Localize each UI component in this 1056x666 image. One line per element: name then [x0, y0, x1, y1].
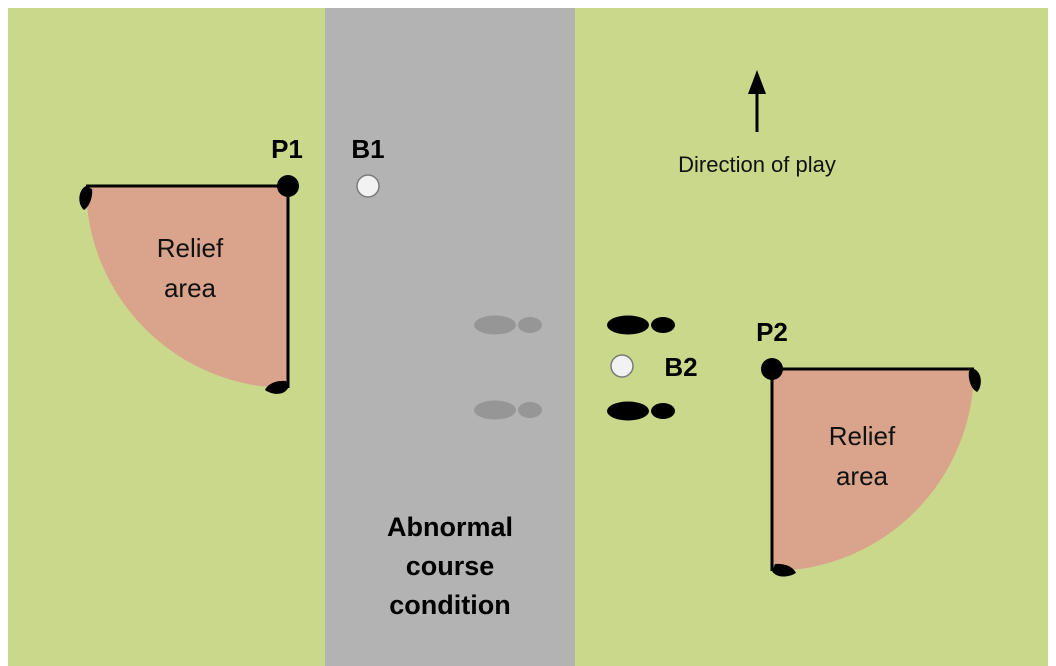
- abnormal-label-line1: Abnormal: [387, 512, 513, 542]
- abnormal-label-line3: condition: [389, 590, 510, 620]
- reference-point-p2: [761, 358, 783, 380]
- label-b2: B2: [664, 352, 697, 382]
- footprint-icon: [474, 315, 542, 335]
- label-p2: P2: [756, 317, 788, 347]
- golf-ball-icon: [610, 354, 634, 378]
- reference-point-p1: [277, 175, 299, 197]
- relief-area-left-label-line1: Relief: [157, 233, 224, 263]
- relief-area-right-label-line2: area: [836, 461, 889, 491]
- footprint-icon: [607, 315, 675, 335]
- tee-marker-icon: [968, 369, 981, 392]
- golf-ball-icon: [356, 174, 380, 198]
- tee-marker-icon: [265, 380, 288, 394]
- direction-of-play: Direction of play: [678, 70, 836, 177]
- relief-area-left-label-line2: area: [164, 273, 217, 303]
- label-b1: B1: [351, 134, 384, 164]
- arrow-up-head: [748, 70, 766, 94]
- label-p1: P1: [271, 134, 303, 164]
- tee-marker-icon: [79, 186, 93, 210]
- footprint-icon: [607, 401, 675, 421]
- direction-of-play-label: Direction of play: [678, 152, 836, 177]
- relief-area-left: Relief area: [79, 175, 299, 394]
- relief-area-right: Relief area: [761, 358, 981, 577]
- footprint-icon: [474, 400, 542, 420]
- relief-area-right-label-line1: Relief: [829, 421, 896, 451]
- abnormal-label-line2: course: [406, 551, 495, 581]
- tee-marker-icon: [772, 563, 796, 577]
- abnormal-course-condition-strip: [325, 8, 575, 666]
